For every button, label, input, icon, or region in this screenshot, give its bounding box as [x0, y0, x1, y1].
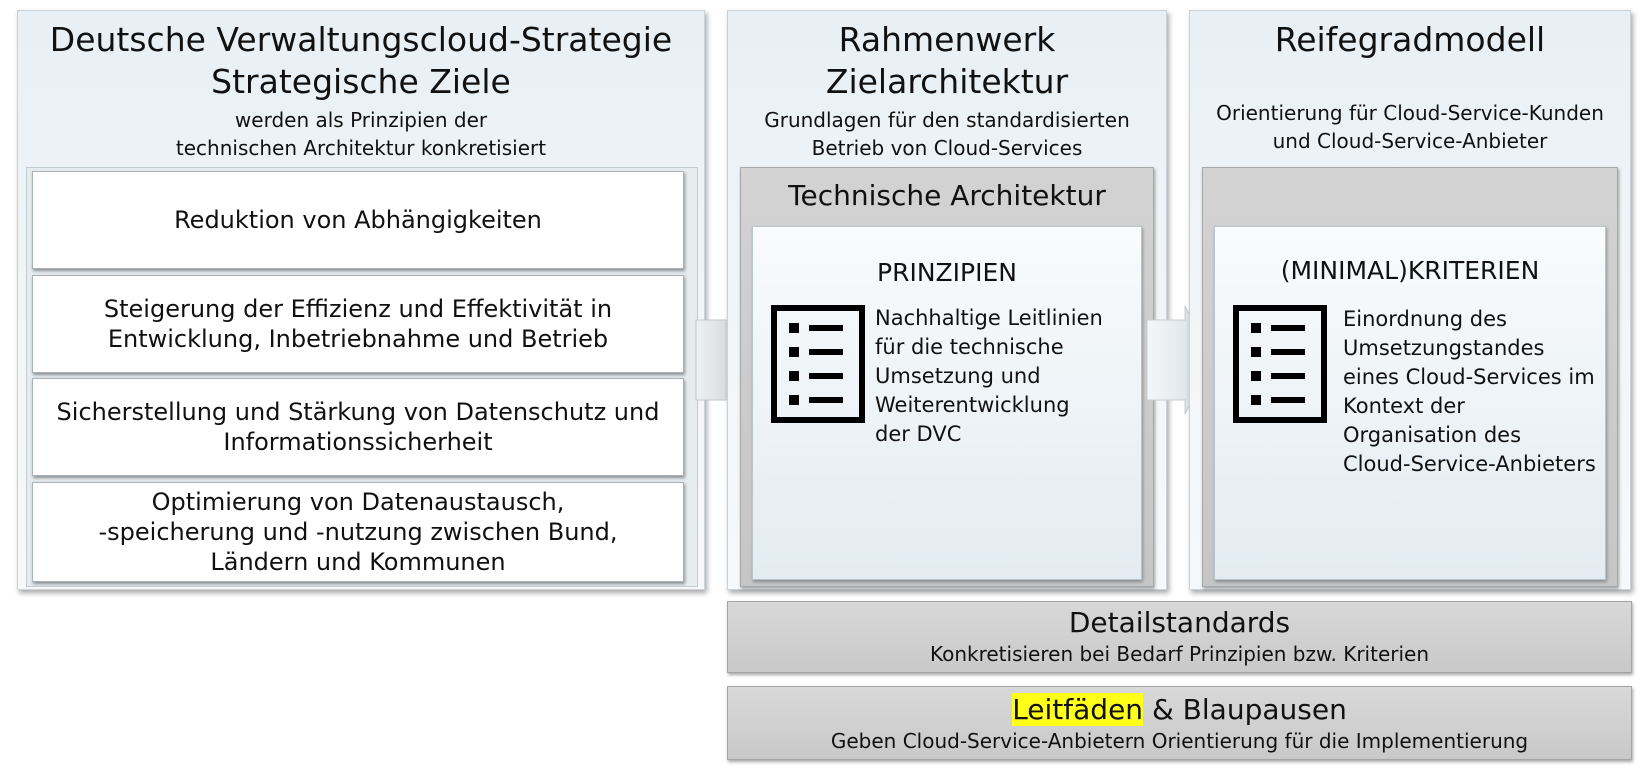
framework-title-line2: Zielarchitektur: [825, 62, 1069, 101]
goal-line: -speicherung und -nutzung zwischen Bund,: [98, 518, 618, 546]
principles-box: PRINZIPIEN Nachhaltige Leitlinien für di…: [752, 226, 1142, 580]
guides-title-highlight: Leitfäden: [1012, 693, 1144, 726]
criteria-line: Einordnung des: [1343, 307, 1507, 331]
strategy-title-line1: Deutsche Verwaltungscloud-Strategie: [49, 20, 673, 59]
strategy-subtitle-line1: werden als Prinzipien der: [234, 108, 488, 132]
strategy-title-line2: Strategische Ziele: [211, 62, 511, 101]
criteria-line: Cloud-Service-Anbieters: [1343, 452, 1596, 476]
detail-standards-title: Detailstandards: [1068, 606, 1291, 639]
guides-title: Leitfäden & Blaupausen: [728, 692, 1631, 728]
maturity-title: Reifegradmodell: [1274, 20, 1546, 59]
detail-standards-bar: Detailstandards Konkretisieren bei Bedar…: [727, 601, 1632, 673]
guides-title-rest: & Blaupausen: [1143, 693, 1347, 726]
principles-line: Umsetzung und: [875, 364, 1041, 388]
goal-item: Reduktion von Abhängigkeiten: [32, 171, 684, 269]
framework-panel: Rahmenwerk Zielarchitektur Grundlagen fü…: [727, 10, 1167, 590]
criteria-line: Kontext der: [1343, 394, 1465, 418]
goal-line: Entwicklung, Inbetriebnahme und Betrieb: [107, 325, 609, 353]
goal-line: Informationssicherheit: [223, 428, 493, 456]
principles-line: Weiterentwicklung: [875, 393, 1070, 417]
framework-title-line1: Rahmenwerk: [838, 20, 1056, 59]
guides-bar: Leitfäden & Blaupausen Geben Cloud-Servi…: [727, 686, 1632, 760]
technical-architecture-box: Technische Architektur PRINZIPIEN Nachha…: [740, 167, 1154, 587]
criteria-text: Einordnung des Umsetzungstandes eines Cl…: [1343, 305, 1596, 479]
criteria-title: (MINIMAL)KRITERIEN: [1280, 256, 1540, 285]
goal-line: Sicherstellung und Stärkung von Datensch…: [56, 398, 660, 426]
goal-line: Optimierung von Datenaustausch,: [151, 488, 565, 516]
maturity-panel: Reifegradmodell Orientierung für Cloud-S…: [1189, 10, 1631, 590]
maturity-subtitle-line1: Orientierung für Cloud-Service-Kunden: [1216, 101, 1604, 125]
list-icon: [1233, 305, 1327, 423]
maturity-subtitle-line2: und Cloud-Service-Anbieter: [1272, 129, 1548, 153]
detail-standards-subtitle: Konkretisieren bei Bedarf Prinzipien bzw…: [929, 642, 1430, 666]
criteria-line: eines Cloud-Services im: [1343, 365, 1595, 389]
criteria-line: Umsetzungstandes: [1343, 336, 1545, 360]
goal-item: Optimierung von Datenaustausch, -speiche…: [32, 482, 684, 582]
technical-architecture-title: Technische Architektur: [788, 179, 1106, 212]
criteria-frame: (MINIMAL)KRITERIEN Einordnung des Umsetz…: [1202, 167, 1618, 587]
criteria-box: (MINIMAL)KRITERIEN Einordnung des Umsetz…: [1214, 226, 1606, 580]
framework-subtitle-line1: Grundlagen für den standardisierten: [764, 108, 1130, 132]
guides-subtitle: Geben Cloud-Service-Anbietern Orientieru…: [830, 729, 1529, 753]
framework-subtitle-line2: Betrieb von Cloud-Services: [811, 136, 1083, 160]
strategy-subtitle-line2: technischen Architektur konkretisiert: [175, 136, 547, 160]
principles-line: Nachhaltige Leitlinien: [875, 306, 1103, 330]
principles-text: Nachhaltige Leitlinien für die technisch…: [875, 304, 1103, 449]
principles-line: für die technische: [875, 335, 1064, 359]
list-icon: [771, 305, 865, 423]
goal-line: Reduktion von Abhängigkeiten: [174, 206, 542, 234]
strategy-panel: Deutsche Verwaltungscloud-Strategie Stra…: [17, 10, 705, 590]
goal-line: Steigerung der Effizienz und Effektivitä…: [103, 295, 613, 323]
criteria-line: Organisation des: [1343, 423, 1522, 447]
goal-item: Sicherstellung und Stärkung von Datensch…: [32, 378, 684, 476]
goal-line: Ländern und Kommunen: [210, 548, 506, 576]
principles-title: PRINZIPIEN: [877, 258, 1017, 287]
principles-line: der DVC: [875, 422, 962, 446]
goal-item: Steigerung der Effizienz und Effektivitä…: [32, 275, 684, 373]
